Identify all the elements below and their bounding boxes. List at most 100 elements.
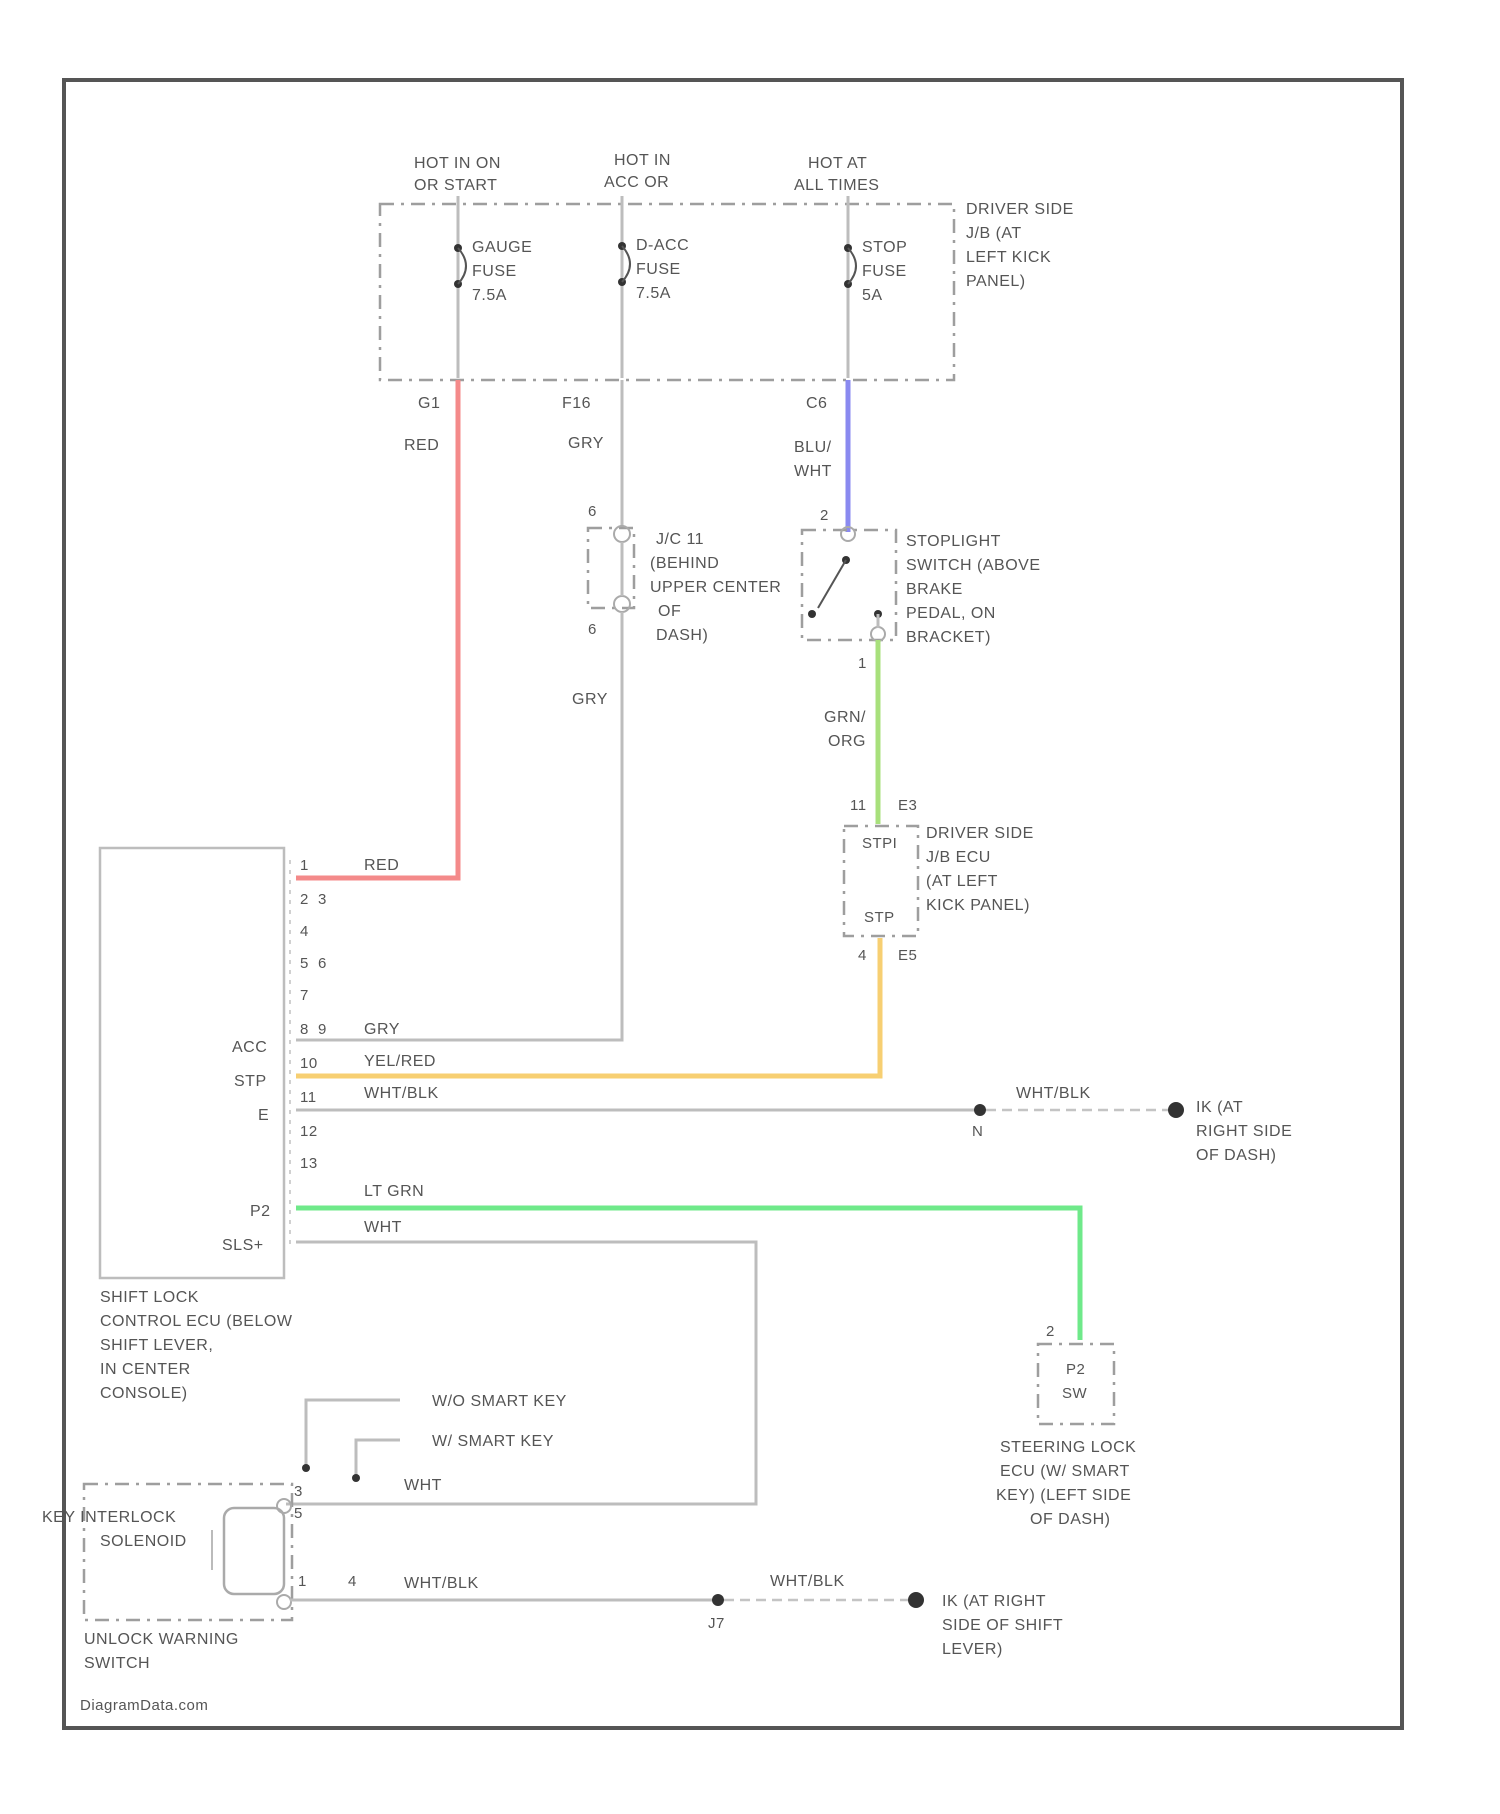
wire-lt-grn: [296, 1208, 1080, 1340]
svg-text:UNLOCK WARNING: UNLOCK WARNING: [84, 1631, 239, 1648]
svg-text:9: 9: [318, 1021, 327, 1038]
svg-text:SWITCH (ABOVE: SWITCH (ABOVE: [906, 557, 1041, 574]
label-wo-smart-key: W/O SMART KEY: [432, 1393, 567, 1410]
svg-text:STOPLIGHT: STOPLIGHT: [906, 533, 1001, 550]
svg-text:ECU (W/ SMART: ECU (W/ SMART: [1000, 1463, 1130, 1480]
sol-pin-1: 1: [298, 1573, 307, 1590]
svg-text:PEDAL, ON: PEDAL, ON: [906, 605, 996, 622]
svg-text:OF: OF: [658, 603, 681, 620]
svg-text:7.5A: 7.5A: [636, 285, 671, 302]
svg-text:13: 13: [300, 1155, 318, 1172]
svg-text:PANEL): PANEL): [966, 273, 1026, 290]
jb-ecu-label: DRIVER SIDE J/B ECU (AT LEFT KICK PANEL): [926, 825, 1034, 914]
svg-text:DRIVER SIDE: DRIVER SIDE: [966, 201, 1074, 218]
svg-text:KEY INTERLOCK: KEY INTERLOCK: [42, 1509, 176, 1526]
shift-lock-ecu-caption: SHIFT LOCK CONTROL ECU (BELOW SHIFT LEVE…: [100, 1289, 293, 1402]
unlock-warning-switch-label: UNLOCK WARNING SWITCH: [84, 1631, 239, 1672]
svg-text:J/C 11: J/C 11: [656, 531, 704, 548]
svg-text:SHIFT LEVER,: SHIFT LEVER,: [100, 1337, 213, 1354]
svg-text:RIGHT SIDE: RIGHT SIDE: [1196, 1123, 1292, 1140]
svg-text:SOLENOID: SOLENOID: [100, 1533, 187, 1550]
svg-text:LEVER): LEVER): [942, 1641, 1003, 1658]
steering-lock-p2: P2: [1066, 1361, 1085, 1378]
svg-text:2: 2: [300, 891, 309, 908]
pin-f16: F16: [562, 395, 591, 412]
label-gry-top: GRY: [568, 435, 604, 452]
label-ground1-wire: WHT/BLK: [1016, 1085, 1091, 1102]
svg-text:HOT AT: HOT AT: [808, 155, 867, 172]
ground2-point: [908, 1592, 924, 1608]
svg-text:ACC OR: ACC OR: [604, 174, 669, 191]
label-ecu-wht: WHT: [364, 1219, 402, 1236]
sol-pin-bottom: [277, 1595, 291, 1609]
jc-pin-label-top: 6: [588, 503, 597, 520]
svg-text:IK (AT RIGHT: IK (AT RIGHT: [942, 1593, 1046, 1610]
svg-text:BRACKET): BRACKET): [906, 629, 991, 646]
steering-lock-pin-2: 2: [1046, 1323, 1055, 1340]
svg-text:7: 7: [300, 987, 309, 1004]
label-ecu-ltgrn: LT GRN: [364, 1183, 424, 1200]
svg-text:3: 3: [318, 891, 327, 908]
svg-text:SHIFT LOCK: SHIFT LOCK: [100, 1289, 199, 1306]
svg-text:FUSE: FUSE: [636, 261, 681, 278]
ecu-pin-p2: P2: [250, 1203, 271, 1220]
svg-text:FUSE: FUSE: [472, 263, 517, 280]
svg-text:11: 11: [300, 1089, 317, 1106]
sol-pin-top: [277, 1499, 291, 1513]
svg-text:(BEHIND: (BEHIND: [650, 555, 719, 572]
wire-w-smart-key: [356, 1440, 400, 1476]
steering-lock-caption: STEERING LOCK ECU (W/ SMART KEY) (LEFT S…: [996, 1439, 1136, 1528]
power-label-all: HOT AT ALL TIMES: [794, 155, 879, 194]
solenoid-coil: [224, 1508, 284, 1594]
svg-text:CONTROL ECU (BELOW: CONTROL ECU (BELOW: [100, 1313, 293, 1330]
sol-pin-3: 3: [294, 1483, 303, 1500]
ground1-point: [1168, 1102, 1184, 1118]
ecu-pin-sls: SLS+: [222, 1237, 264, 1254]
svg-text:STEERING LOCK: STEERING LOCK: [1000, 1439, 1136, 1456]
svg-text:OF DASH): OF DASH): [1030, 1511, 1110, 1528]
svg-text:BRAKE: BRAKE: [906, 581, 963, 598]
ground1-label: IK (AT RIGHT SIDE OF DASH): [1196, 1099, 1292, 1164]
svg-text:D-ACC: D-ACC: [636, 237, 689, 254]
stoplight-switch-label: STOPLIGHT SWITCH (ABOVE BRAKE PEDAL, ON …: [906, 533, 1041, 646]
jb-ecu-pin-e3: E3: [898, 797, 917, 814]
svg-text:6: 6: [318, 955, 327, 972]
jb-ecu-pin-11: 11: [850, 797, 867, 814]
label-ecu-red: RED: [364, 857, 399, 874]
svg-text:IN CENTER: IN CENTER: [100, 1361, 191, 1378]
jb-ecu-pin-4: 4: [858, 947, 867, 964]
fuse-dacc: D-ACC FUSE 7.5A: [618, 196, 689, 378]
label-ground2-wire: WHT/BLK: [770, 1573, 845, 1590]
label-red: RED: [404, 437, 439, 454]
svg-text:J/B ECU: J/B ECU: [926, 849, 991, 866]
svg-text:5: 5: [300, 955, 309, 972]
power-label-run: HOT IN ON OR START: [414, 155, 501, 194]
junction-block-label: DRIVER SIDE J/B (AT LEFT KICK PANEL): [966, 201, 1074, 290]
label-ecu-yel: YEL/RED: [364, 1053, 436, 1070]
label-w-smart-key: W/ SMART KEY: [432, 1433, 554, 1450]
label-grn-org: GRN/ ORG: [824, 709, 866, 750]
fuse-gauge: GAUGE FUSE 7.5A: [454, 196, 532, 378]
svg-text:WHT: WHT: [794, 463, 832, 480]
svg-text:KEY) (LEFT SIDE: KEY) (LEFT SIDE: [996, 1487, 1131, 1504]
splice-n: N: [972, 1123, 983, 1140]
power-label-acc: HOT IN ACC OR: [604, 152, 671, 191]
jc-pin-bottom: [614, 596, 630, 612]
wire-wo-smart-key: [306, 1400, 400, 1466]
svg-text:SWITCH: SWITCH: [84, 1655, 150, 1672]
ecu-pin-stp: STP: [234, 1073, 267, 1090]
svg-text:5A: 5A: [862, 287, 883, 304]
sol-pin-4: 4: [348, 1573, 357, 1590]
jb-ecu-pin-e5: E5: [898, 947, 917, 964]
solenoid-outline: [84, 1484, 292, 1620]
wire-red: [296, 380, 458, 878]
svg-text:ALL TIMES: ALL TIMES: [794, 177, 879, 194]
ground2-label: IK (AT RIGHT SIDE OF SHIFT LEVER): [942, 1593, 1063, 1658]
stoplight-switch-outline: [802, 530, 896, 640]
svg-text:STOP: STOP: [862, 239, 907, 256]
svg-text:4: 4: [300, 923, 309, 940]
svg-text:LEFT KICK: LEFT KICK: [966, 249, 1051, 266]
svg-text:OR START: OR START: [414, 177, 497, 194]
svg-text:DASH): DASH): [656, 627, 708, 644]
